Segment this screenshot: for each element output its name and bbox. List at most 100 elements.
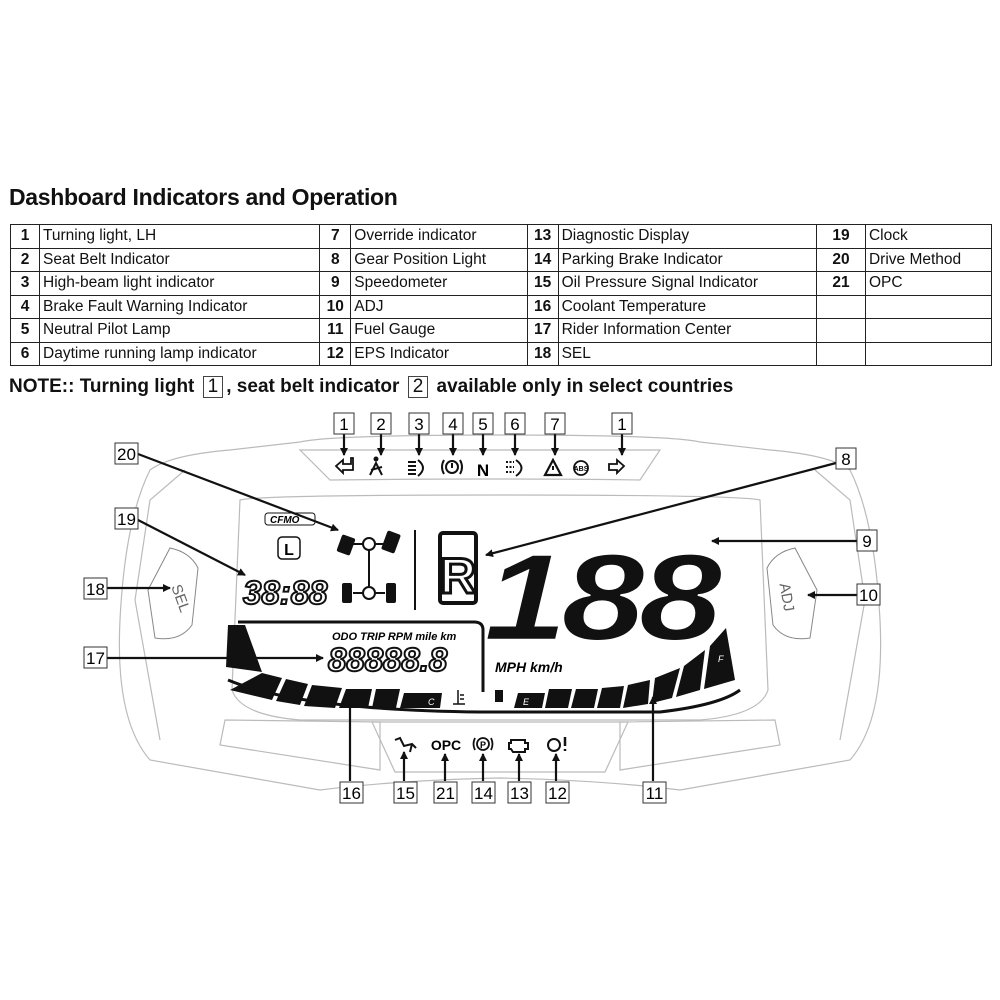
callout-19: 19 <box>114 507 139 530</box>
item-number: 4 <box>10 294 40 319</box>
eps-icon <box>547 737 567 752</box>
item-label: Override indicator <box>350 224 528 249</box>
callout-number: 3 <box>414 415 423 434</box>
note: NOTE:: Turning light 1, seat belt indica… <box>9 376 733 398</box>
info-frame <box>238 620 485 692</box>
item-number: 16 <box>526 294 559 319</box>
item-number: 2 <box>10 247 40 272</box>
parking-brake-icon: P <box>472 737 494 751</box>
callout-7: 7 <box>544 412 566 435</box>
callout-number: 14 <box>474 784 493 803</box>
callout-6: 6 <box>504 412 526 435</box>
speedometer-display: 188 <box>484 529 723 666</box>
coolant-icon <box>453 690 465 705</box>
callout-14: 14 <box>471 781 496 804</box>
adj-button[interactable]: ADJ <box>766 547 818 640</box>
svg-text:P: P <box>480 740 486 750</box>
item-label: Diagnostic Display <box>557 224 817 249</box>
callout-20: 20 <box>114 442 139 465</box>
item-label: Brake Fault Warning Indicator <box>38 294 321 319</box>
item-number: 5 <box>10 318 40 343</box>
callout-10: 10 <box>856 583 881 606</box>
callout-5: 5 <box>472 412 494 435</box>
item-number <box>815 318 866 343</box>
item-label: Parking Brake Indicator <box>557 247 817 272</box>
item-label: Rider Information Center <box>557 318 817 343</box>
item-number: 20 <box>815 247 866 272</box>
clock-display: 38:88 <box>243 574 328 611</box>
sel-button[interactable]: SEL <box>147 547 199 640</box>
callout-number: 9 <box>862 532 871 551</box>
callout-18: 18 <box>83 577 108 600</box>
item-label: Daytime running lamp indicator <box>38 341 321 366</box>
callout-2: 2 <box>370 412 392 435</box>
item-label: Neutral Pilot Lamp <box>38 318 321 343</box>
brake-fault-icon <box>441 459 463 475</box>
callout-number: 18 <box>86 580 105 599</box>
callout-number: 2 <box>376 415 385 434</box>
item-number: 1 <box>10 224 40 249</box>
drive-method-icon <box>336 530 401 603</box>
item-label <box>864 341 993 366</box>
callout-13: 13 <box>507 781 532 804</box>
item-number: 7 <box>319 224 352 249</box>
item-label: EPS Indicator <box>350 341 528 366</box>
item-number: 18 <box>526 341 559 366</box>
callout-number: 16 <box>342 784 361 803</box>
item-number: 11 <box>319 318 352 343</box>
item-label: Turning light, LH <box>38 224 321 249</box>
callout-number: 10 <box>859 586 878 605</box>
callout-number: 4 <box>448 415 457 434</box>
note-text: available only in select countries <box>436 376 734 397</box>
seat-belt-icon <box>369 456 383 476</box>
rider-information-center: 88888.8 <box>328 641 448 678</box>
callout-16: 16 <box>339 781 364 804</box>
callout-1: 1 <box>333 412 355 435</box>
callout-number: 20 <box>117 445 136 464</box>
page-title: Dashboard Indicators and Operation <box>9 184 398 210</box>
gear-position-display: R <box>438 531 478 606</box>
item-number: 10 <box>319 294 352 319</box>
oil-pressure-icon <box>394 736 417 753</box>
callout-number: 13 <box>510 784 529 803</box>
abs-label: ABS <box>574 466 589 473</box>
callout-number: 5 <box>478 415 487 434</box>
adj-label: ADJ <box>776 582 798 613</box>
item-label <box>864 294 993 319</box>
callout-3: 3 <box>408 412 430 435</box>
note-text: NOTE:: Turning light <box>9 376 195 397</box>
callout-number: 8 <box>841 450 850 469</box>
abs-icon: ABS <box>573 460 589 476</box>
callout-number: 1 <box>339 415 348 434</box>
odo-labels: ODO TRIP RPM mile km <box>332 631 457 643</box>
callout-number: 15 <box>396 784 415 803</box>
item-number: 15 <box>526 271 559 296</box>
high-beam-icon <box>408 459 424 477</box>
callout-1: 1 <box>611 412 633 435</box>
callout-number: 7 <box>550 415 559 434</box>
note-text: , seat belt indicator <box>226 376 400 397</box>
coolant-temperature-gauge: C <box>226 625 741 714</box>
callout-8: 8 <box>835 447 857 470</box>
callout-number: 21 <box>436 784 455 803</box>
item-label: OPC <box>864 271 993 296</box>
neutral-icon: N <box>477 461 489 480</box>
turn-left-icon <box>334 457 354 476</box>
callout-number: 19 <box>117 510 136 529</box>
speed-units: MPH km/h <box>495 659 563 675</box>
item-label: Fuel Gauge <box>350 318 528 343</box>
callout-4: 4 <box>442 412 464 435</box>
item-label: Speedometer <box>350 271 528 296</box>
item-label: Clock <box>864 224 993 249</box>
item-number: 12 <box>319 341 352 366</box>
callout-12: 12 <box>545 781 570 804</box>
clock-icon: L <box>277 536 301 560</box>
item-label: High-beam light indicator <box>38 271 321 296</box>
callout-11: 11 <box>642 781 667 804</box>
item-label <box>864 318 993 343</box>
